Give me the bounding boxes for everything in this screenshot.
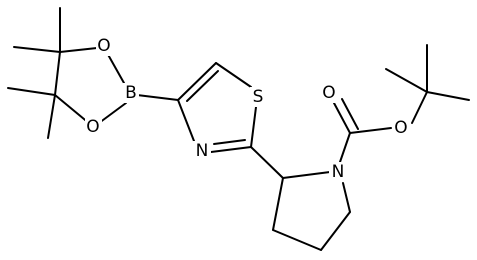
bond-c-c-pinacol (54, 51, 61, 96)
bond-cb-cc (272, 229, 322, 251)
bond-cc-cd (320, 211, 351, 251)
bond-layer (7, 7, 470, 251)
bond-ccarbonyl-oester (349, 127, 392, 134)
thiazole-nitrogen-atom: N (196, 141, 209, 161)
ester-oxygen-atom: O (394, 118, 407, 138)
bond-ccarbonyl-o-double-a (333, 102, 351, 134)
atom-o-dox2-label: O (85, 117, 102, 137)
bond-c-o1 (59, 47, 98, 53)
bond-ccarbonyl-o-double-b (341, 98, 359, 130)
bond-c2-ca (250, 146, 284, 179)
atom-n-pyr-label: N (329, 162, 347, 182)
bond-c-methyl-4 (47, 94, 56, 139)
atom-o-dox1-label: O (96, 36, 113, 56)
bond-c4-c5-double (186, 70, 219, 102)
atom-n1-label: N (193, 141, 211, 161)
boron-atom: B (125, 83, 137, 103)
bond-n-ccarbonyl (339, 132, 351, 163)
dioxaborolane-oxygen-2-atom: O (86, 117, 99, 137)
bond-cd-n (342, 182, 351, 213)
bond-c-methyl-2 (13, 46, 61, 53)
atom-s1-label: S (250, 87, 266, 107)
bond-o1-b (105, 50, 125, 84)
atom-b1-label: B (123, 83, 139, 103)
atom-o-ester-label: O (393, 118, 410, 138)
bond-ctert-methyl-3 (426, 91, 470, 101)
bond-oester-ctert (411, 91, 428, 124)
bond-s-c2 (250, 106, 257, 148)
bond-b-c4 (136, 94, 179, 101)
bond-o2-b (98, 102, 127, 124)
atom-o-carbonyl-label: O (321, 83, 338, 103)
bond-ca-cb (272, 177, 284, 231)
carbonyl-oxygen-atom: O (322, 83, 335, 103)
bond-c-o2 (54, 94, 91, 125)
bond-c4-n3 (177, 99, 195, 142)
bond-ca-n (282, 171, 331, 179)
bond-c5-s (215, 62, 252, 88)
pyrrolidine-nitrogen-atom: N (332, 162, 345, 182)
bond-n3-c2 (210, 146, 252, 153)
bond-ctert-methyl-1 (385, 68, 428, 93)
bond-c-methyl-3 (7, 87, 56, 96)
bond-n3-c2-double (213, 139, 246, 145)
dioxaborolane-oxygen-1-atom: O (97, 36, 110, 56)
sulfur-atom: S (253, 87, 264, 107)
bond-c4-c5 (177, 62, 217, 101)
